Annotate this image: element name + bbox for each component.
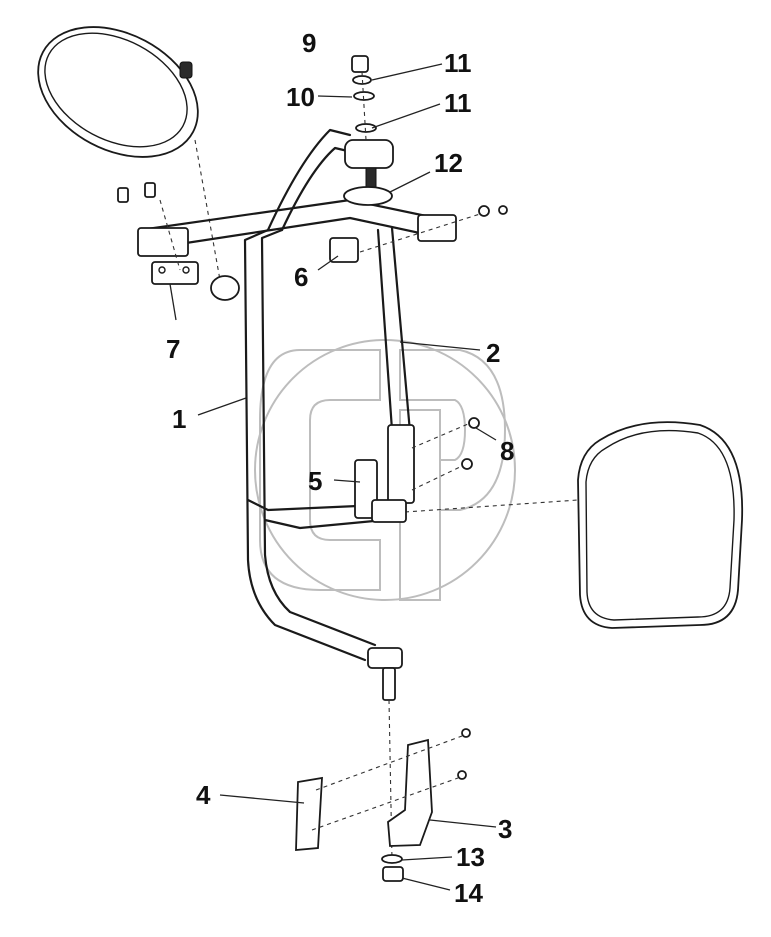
callout-2: 2 xyxy=(486,338,500,368)
callout-11-top: 11 xyxy=(444,48,472,78)
callout-8: 8 xyxy=(500,436,514,466)
main-bracket-tube xyxy=(210,128,403,669)
lower-brackets xyxy=(295,667,471,882)
leader-lines xyxy=(169,63,497,891)
rectangular-mirror xyxy=(404,421,744,629)
callout-12: 12 xyxy=(434,148,463,178)
callout-1: 1 xyxy=(172,404,186,434)
callout-11-lower: 11 xyxy=(444,88,472,118)
callout-5: 5 xyxy=(308,466,322,496)
callout-3: 3 xyxy=(498,814,512,844)
callout-10: 10 xyxy=(286,82,315,112)
callout-labels: 1 2 3 4 5 6 7 8 9 10 11 11 12 13 14 xyxy=(166,28,514,908)
callout-13: 13 xyxy=(456,842,485,872)
round-mirror xyxy=(37,26,221,281)
callout-6: 6 xyxy=(294,262,308,292)
pivot-stack xyxy=(343,55,394,206)
callout-7: 7 xyxy=(166,334,180,364)
vertical-strut xyxy=(354,226,415,523)
callout-14: 14 xyxy=(454,878,483,908)
bolts xyxy=(117,182,508,491)
callout-4: 4 xyxy=(196,780,211,810)
gp-logo-watermark-icon xyxy=(254,339,516,601)
callout-9: 9 xyxy=(302,28,316,58)
